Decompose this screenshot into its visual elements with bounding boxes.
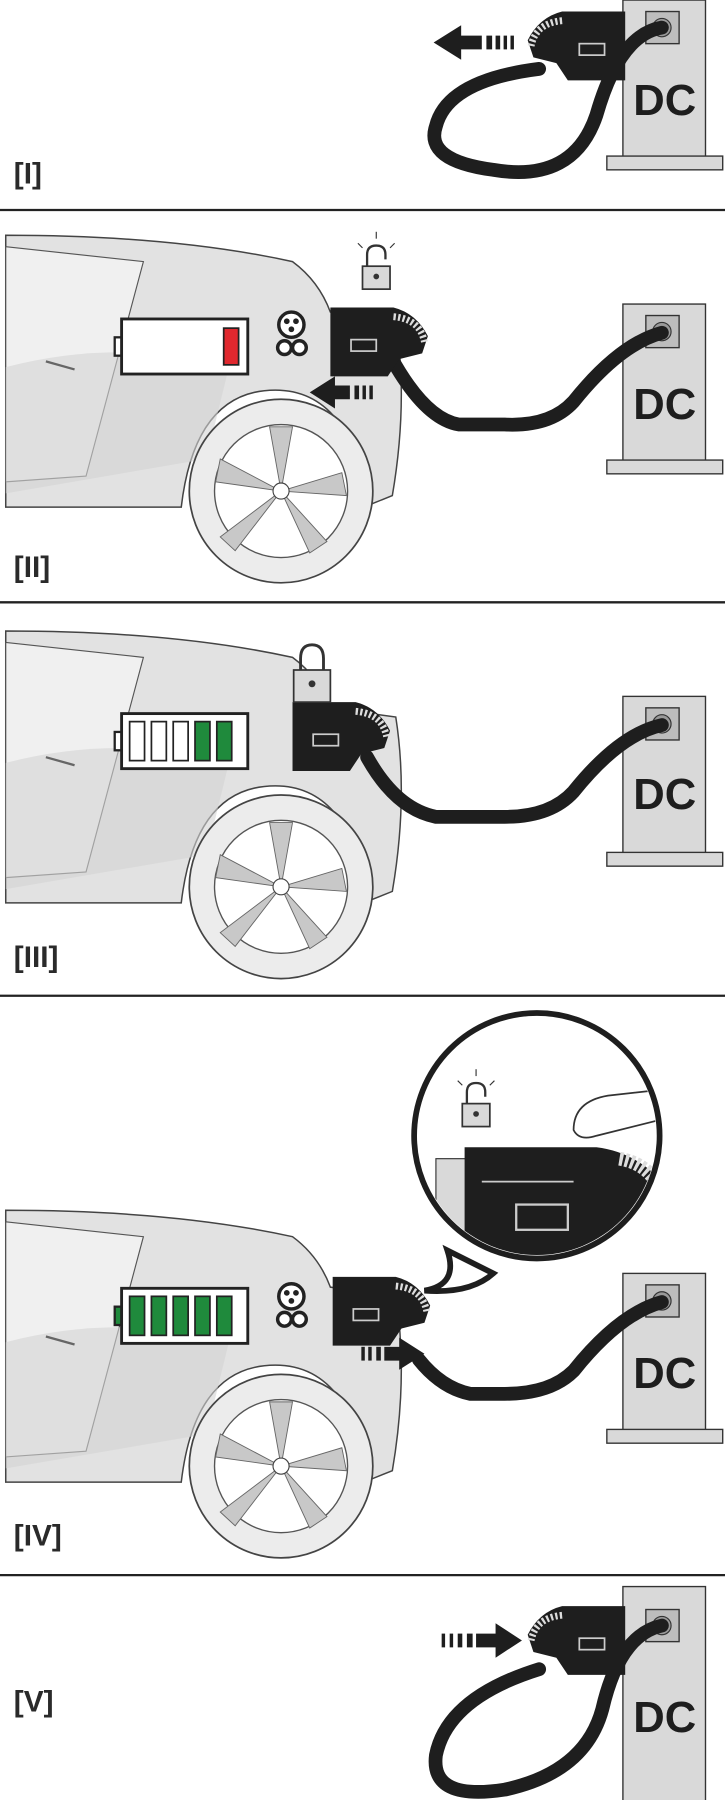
step-label: [II] — [14, 551, 50, 584]
insert-arrow-icon — [309, 376, 350, 409]
cable — [411, 1295, 669, 1401]
station-label: DC — [633, 1694, 696, 1742]
plug — [333, 1277, 431, 1346]
vehicle-socket — [275, 1282, 309, 1328]
locked-icon — [292, 643, 332, 703]
remove-arrow-icon — [384, 1337, 425, 1370]
panel-5: DC [V] — [14, 1585, 707, 1800]
step-label: [IV] — [14, 1519, 62, 1552]
panel-3: DC [III] — [0, 629, 725, 997]
step-label: [III] — [14, 941, 59, 974]
battery-charging — [113, 712, 250, 771]
panel-4: DC [IV] — [0, 1010, 725, 1577]
battery-full — [113, 1286, 250, 1345]
car — [4, 1209, 403, 1560]
finger-press-icon — [572, 1088, 657, 1139]
panel-1: DC [I] — [0, 0, 725, 212]
step-label: [I] — [14, 158, 42, 191]
battery-low — [113, 317, 250, 376]
cable — [428, 1618, 669, 1799]
insert-arrow-icon — [476, 1623, 522, 1658]
plug — [330, 307, 428, 376]
station-label: DC — [633, 771, 696, 819]
vehicle-socket — [275, 310, 309, 357]
unlocked-icon — [356, 230, 396, 291]
car — [4, 234, 403, 584]
step-label: [V] — [14, 1686, 54, 1719]
cable — [383, 325, 669, 432]
detail-callout — [411, 1010, 663, 1294]
station-label: DC — [633, 1350, 696, 1398]
car — [4, 629, 403, 980]
station-label: DC — [633, 381, 696, 429]
pull-arrow-icon — [433, 25, 482, 60]
panel-2: DC [II] — [0, 230, 725, 604]
station-label: DC — [633, 77, 696, 125]
cable — [360, 718, 669, 824]
